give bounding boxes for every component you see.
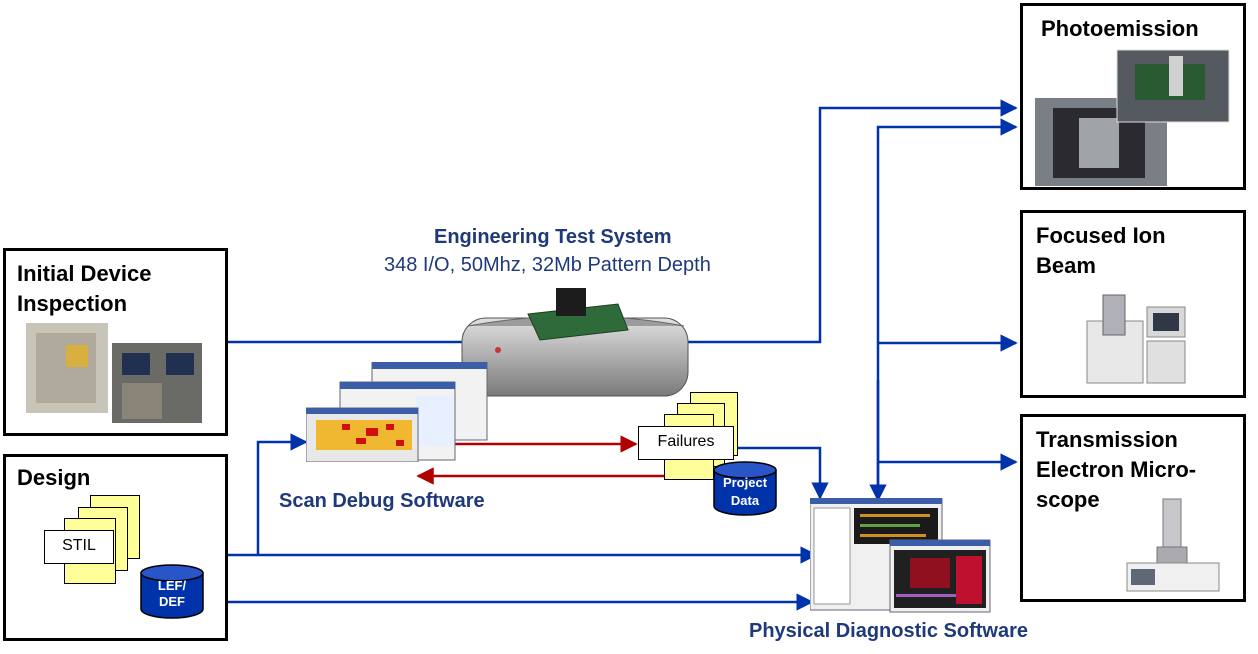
test-system-title: Engineering Test System [434, 226, 672, 248]
photoemission-equipment-photo [1035, 49, 1230, 186]
scan-debug-caption: Scan Debug Software [279, 490, 485, 512]
inspection-title: Initial Device Inspection [17, 261, 152, 316]
arrow-tester-to-photoemission [685, 99, 1018, 344]
test-system-subtitle: 348 I/O, 50Mhz, 32Mb Pattern Depth [384, 254, 711, 276]
arrow-trunk-to-tools [876, 118, 1018, 500]
tester-device-image [461, 288, 689, 397]
inspection-box: Initial Device Inspection [3, 248, 228, 436]
photoemission-title: Photoemission [1041, 16, 1199, 41]
fib-box: Focused Ion Beam [1020, 210, 1246, 398]
inspection-equipment-photo [26, 323, 202, 423]
physical-diagnostic-screens [810, 498, 991, 613]
arrow-failures-to-diag [735, 446, 829, 500]
scan-debug-screens [306, 362, 488, 462]
lefdef-label: LEF/ DEF [157, 578, 187, 609]
fib-title: Focused Ion Beam [1036, 223, 1166, 278]
fib-equipment-photo [1086, 294, 1186, 384]
lefdef-database-icon [140, 564, 204, 619]
project-data-database-icon [713, 461, 777, 516]
tem-equipment-photo [1126, 498, 1220, 592]
arrow-stil-to-scan [256, 433, 308, 555]
physical-diagnostic-caption: Physical Diagnostic Software [749, 620, 1028, 642]
tem-title: Transmission Electron Micro-scope [1036, 427, 1197, 512]
design-title: Design [17, 465, 91, 490]
photoemission-box: Photoemission [1020, 3, 1246, 190]
failures-label: Failures [638, 426, 734, 460]
tem-box: Transmission Electron Micro-scope [1020, 414, 1246, 602]
stil-label: STIL [44, 530, 114, 564]
project-data-label: Project Data [722, 475, 768, 508]
